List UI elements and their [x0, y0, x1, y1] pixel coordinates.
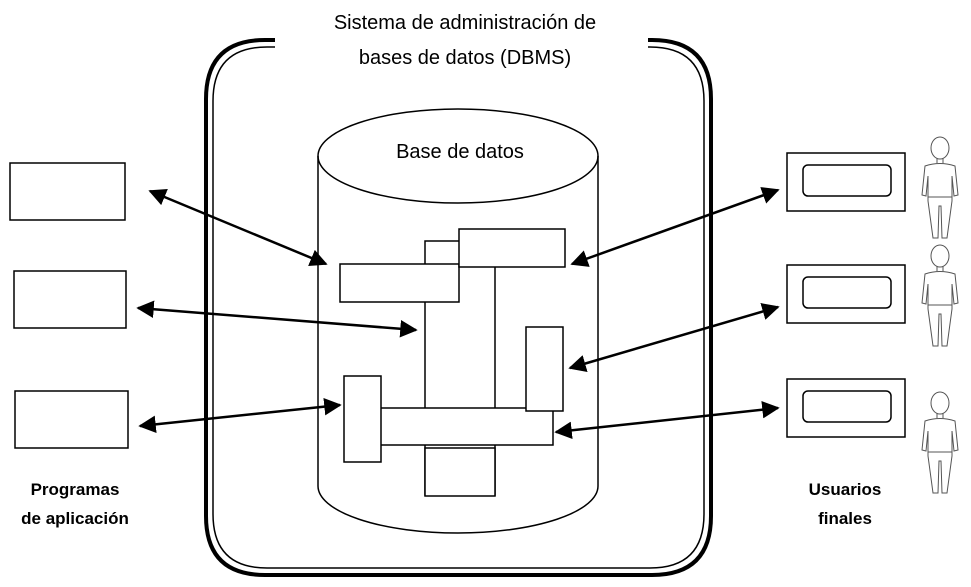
- structure-top-right: [458, 228, 566, 268]
- person-icon: [921, 136, 959, 239]
- arrow-program-1: [148, 188, 328, 267]
- structure-left-block: [343, 375, 382, 463]
- dbms-container: [204, 38, 713, 577]
- dbms-title: Sistema de administración de bases de da…: [290, 6, 640, 76]
- program-box-1: [9, 162, 126, 221]
- structure-bottom: [424, 447, 496, 497]
- structure-mid-left: [339, 263, 460, 303]
- structure-horizontal: [379, 407, 554, 446]
- program-box-3: [14, 390, 129, 449]
- arrow-program-3: [138, 397, 342, 434]
- end-users-line2: finales: [818, 509, 872, 528]
- arrow-user-3: [554, 400, 780, 440]
- arrow-user-2: [568, 303, 780, 372]
- application-programs-label: Programas de aplicación: [0, 475, 150, 533]
- database-label: Base de datos: [396, 141, 524, 163]
- application-programs: [9, 162, 129, 449]
- dbms-title-line1: Sistema de administración de: [333, 12, 597, 34]
- person-figure-icons: [921, 136, 959, 494]
- dbms-title-line2: bases de datos (DBMS): [358, 47, 572, 69]
- arrow-program-2: [136, 300, 418, 338]
- person-icon: [921, 391, 959, 494]
- application-programs-line1: Programas: [30, 480, 120, 499]
- person-icon: [921, 244, 959, 347]
- data-flow-arrows: [136, 187, 780, 440]
- end-users-label: Usuarios finales: [790, 475, 900, 533]
- end-users-line1: Usuarios: [808, 480, 882, 499]
- structure-right-block: [525, 326, 564, 412]
- user-terminals: [786, 152, 906, 438]
- program-box-2: [13, 270, 127, 329]
- internal-structures: [339, 228, 566, 497]
- application-programs-line2: de aplicación: [21, 509, 129, 528]
- database-cylinder: [317, 108, 599, 534]
- arrow-user-1: [570, 187, 780, 267]
